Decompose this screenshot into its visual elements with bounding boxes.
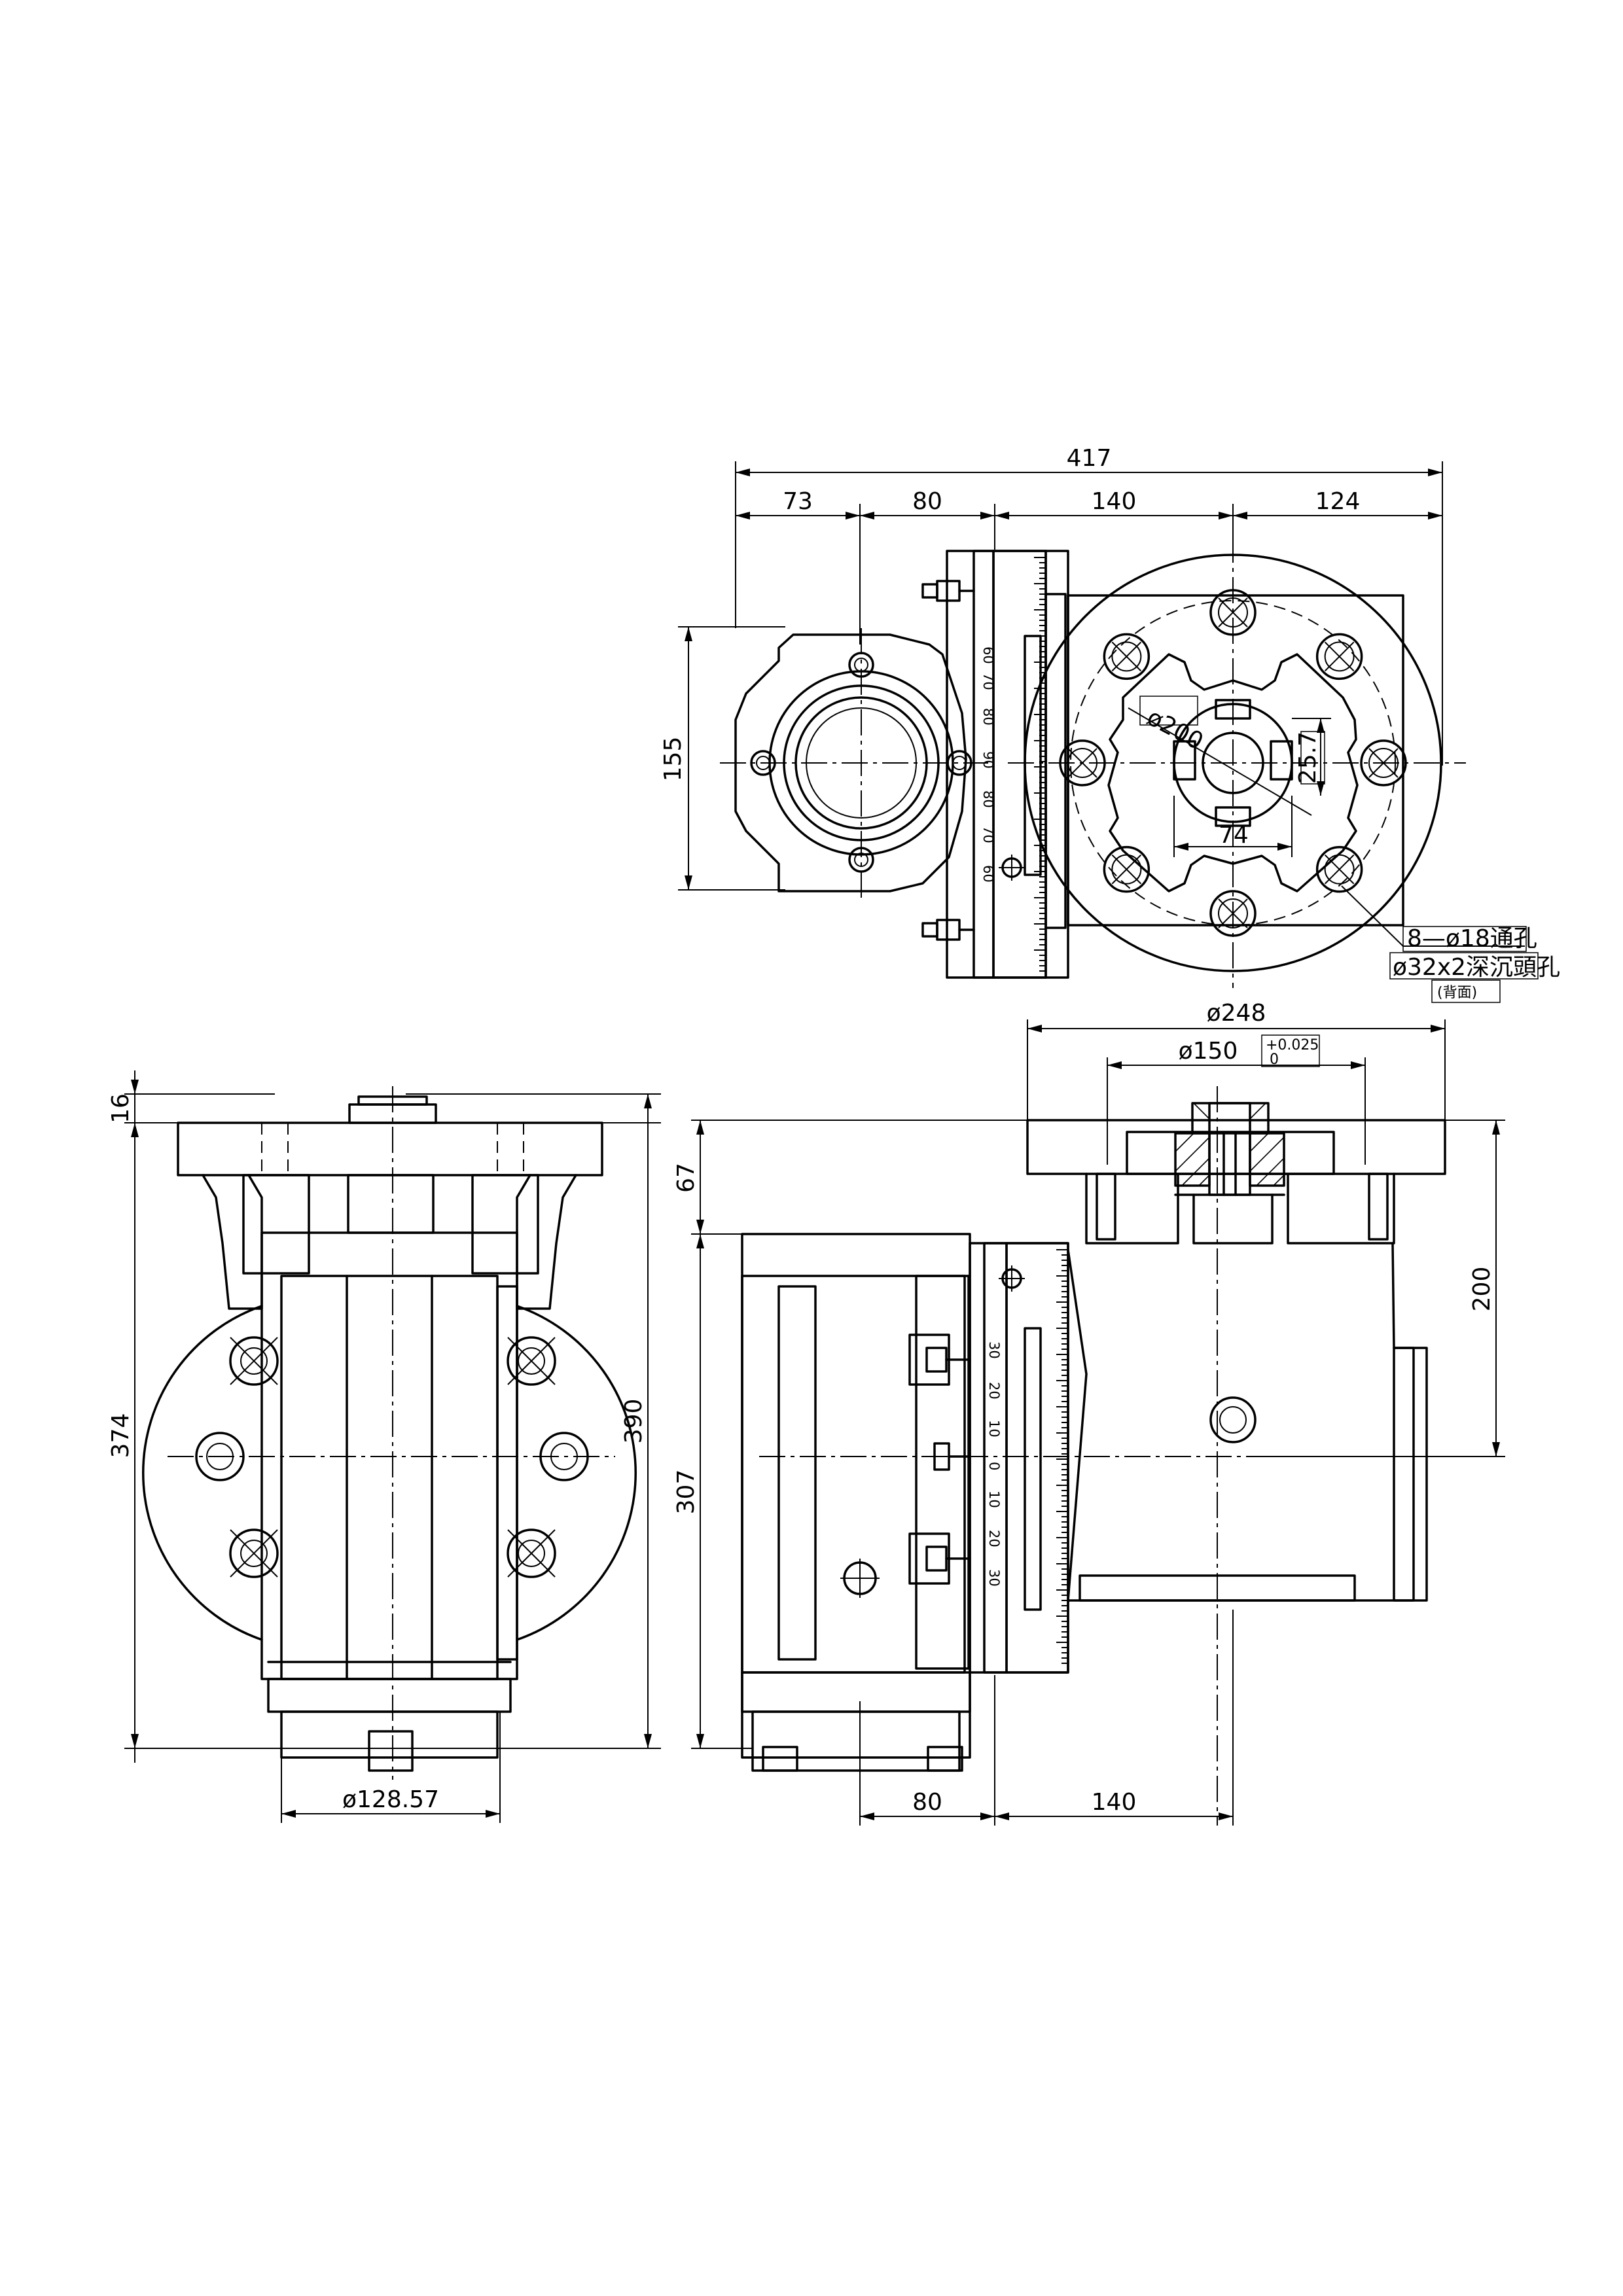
dim-seg-73: 73	[783, 488, 813, 515]
scale-label: 10	[986, 1491, 1002, 1508]
dim-seg-140: 140	[1092, 488, 1137, 515]
side-scale-ticks	[1056, 1249, 1068, 1664]
dim-keyway-depth: 25.7	[1294, 732, 1321, 784]
front-bolt	[195, 1432, 245, 1481]
scale-label: 20	[986, 1530, 1002, 1547]
front-bolt	[507, 1336, 556, 1386]
dim-lower-height: 307	[673, 1470, 700, 1515]
scale-label: 10	[986, 1420, 1002, 1438]
crosshair-marker	[999, 1265, 1025, 1292]
side-shaft-hole	[1209, 1396, 1257, 1443]
flange-bolt-hole	[1360, 739, 1407, 786]
dim-bottom-80: 80	[912, 1789, 942, 1816]
dim-seg-80: 80	[912, 488, 942, 515]
flange-holes	[1059, 589, 1407, 937]
dim-keyway-width: 74	[1219, 822, 1249, 849]
tolerance-upper: +0.025	[1266, 1037, 1319, 1053]
flange-bolt-hole	[1209, 589, 1257, 636]
scale-label: 30	[986, 1341, 1002, 1359]
scale-label: 70	[980, 826, 996, 843]
front-bolt	[229, 1528, 279, 1578]
dim-overall-height: 390	[620, 1399, 647, 1444]
scale-label: 80	[980, 790, 996, 808]
section-hatch	[1174, 1103, 1285, 1187]
note-through-holes: 8—ø18通孔	[1407, 925, 1537, 952]
front-bolt	[507, 1528, 556, 1578]
front-view: 16 374 390	[107, 1070, 661, 1823]
dim-base-dia: ø128.57	[342, 1786, 439, 1813]
crosshair-marker	[999, 855, 1025, 881]
dim-bottom-140: 140	[1092, 1789, 1137, 1816]
dim-seg-124: 124	[1315, 488, 1361, 515]
scale-label: 90	[980, 751, 996, 769]
scale-label: 80	[980, 708, 996, 726]
dim-top-thickness: 16	[107, 1093, 134, 1123]
scale-label: 70	[980, 673, 996, 690]
clamp-bolt	[933, 1442, 971, 1471]
clamp-bolt	[908, 1333, 971, 1386]
dim-body-height: 374	[107, 1413, 134, 1458]
top-view: 417 73 80 140 124 155	[660, 445, 1560, 1003]
note-counterbore: ø32x2深沉頭孔	[1393, 954, 1560, 981]
flange-bolt-hole	[1059, 739, 1106, 786]
dim-flange-dia: ø248	[1207, 1000, 1266, 1027]
note-back-side: (背面)	[1437, 985, 1477, 1001]
flange-bolt-hole	[1103, 633, 1150, 680]
top-scale-ticks	[1034, 557, 1046, 972]
dim-height-155: 155	[660, 737, 687, 782]
tolerance-lower: 0	[1270, 1051, 1279, 1068]
dim-top-height: 67	[673, 1163, 700, 1193]
front-bolt	[229, 1336, 279, 1386]
dim-overall-417: 417	[1067, 445, 1112, 472]
bolt-head	[921, 919, 975, 941]
bolt-hole	[848, 652, 874, 678]
scale-label: 60	[980, 865, 996, 883]
top-scale-labels: 60 70 80 90 80 70 60	[980, 646, 996, 883]
bolt-hole	[750, 750, 776, 776]
clamp-bolt	[908, 1532, 971, 1585]
dim-axis-height: 200	[1469, 1267, 1495, 1312]
bolt-head	[921, 580, 975, 602]
flange-bolt-hole	[1315, 633, 1363, 680]
side-scale-labels: 30 20 10 0 10 20 30	[986, 1341, 1002, 1587]
side-view: ø248 ø150 +0.025 0 67 307 200	[673, 1000, 1505, 1826]
front-bolt	[539, 1432, 589, 1481]
flange-bolt-hole	[1209, 890, 1257, 937]
scale-label: 30	[986, 1569, 1002, 1587]
scale-label: 20	[986, 1382, 1002, 1400]
scale-label: 0	[986, 1462, 1002, 1470]
bolt-hole	[848, 847, 874, 873]
scale-label: 60	[980, 646, 996, 664]
flange-bolt-hole	[1315, 845, 1363, 893]
top-plate	[177, 1122, 603, 1176]
dim-bore-dia: ø150	[1179, 1038, 1238, 1065]
flange-bolt-hole	[1103, 845, 1150, 893]
